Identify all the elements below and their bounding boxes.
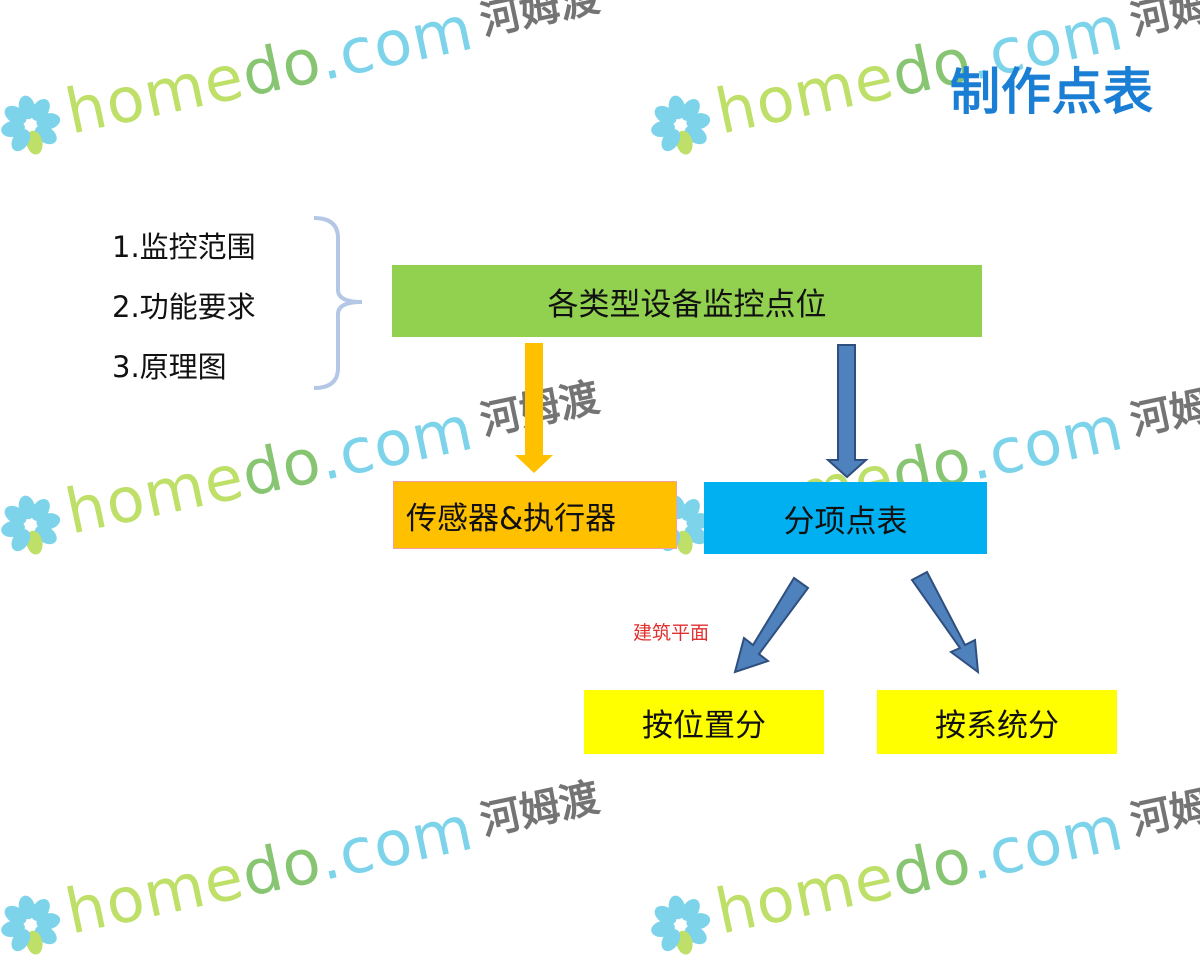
- arrow-to-points: [825, 344, 869, 479]
- arrow-to-sensors: [515, 343, 553, 473]
- sensors-actuators-label: 传感器&执行器: [406, 500, 617, 537]
- arrow-to-location: [733, 576, 810, 674]
- by-system-label: 按系统分: [935, 707, 1059, 744]
- arrow-to-system: [910, 570, 980, 675]
- homedo-logo-icon: [1, 95, 61, 155]
- by-location-box: 按位置分: [584, 690, 824, 754]
- device-monitoring-points-label: 各类型设备监控点位: [547, 286, 827, 323]
- homedo-logo-icon: [651, 95, 711, 155]
- by-location-label: 按位置分: [642, 707, 766, 744]
- brace-icon: [313, 216, 363, 390]
- device-monitoring-points-box: 各类型设备监控点位: [392, 265, 982, 337]
- input-item-scope: 1.监控范围: [112, 230, 256, 264]
- homedo-logo-icon: [1, 495, 61, 555]
- input-item-requirements: 2.功能要求: [112, 290, 256, 324]
- itemized-points-box: 分项点表: [704, 482, 987, 554]
- diagram-connectors: [313, 216, 980, 675]
- by-system-box: 按系统分: [877, 690, 1117, 754]
- sensors-actuators-box: 传感器&执行器: [393, 481, 677, 549]
- itemized-points-label: 分项点表: [783, 503, 908, 540]
- page-title: 制作点表: [950, 63, 1154, 121]
- input-item-schematic: 3.原理图: [112, 350, 227, 384]
- building-plan-annotation: 建筑平面: [633, 622, 710, 644]
